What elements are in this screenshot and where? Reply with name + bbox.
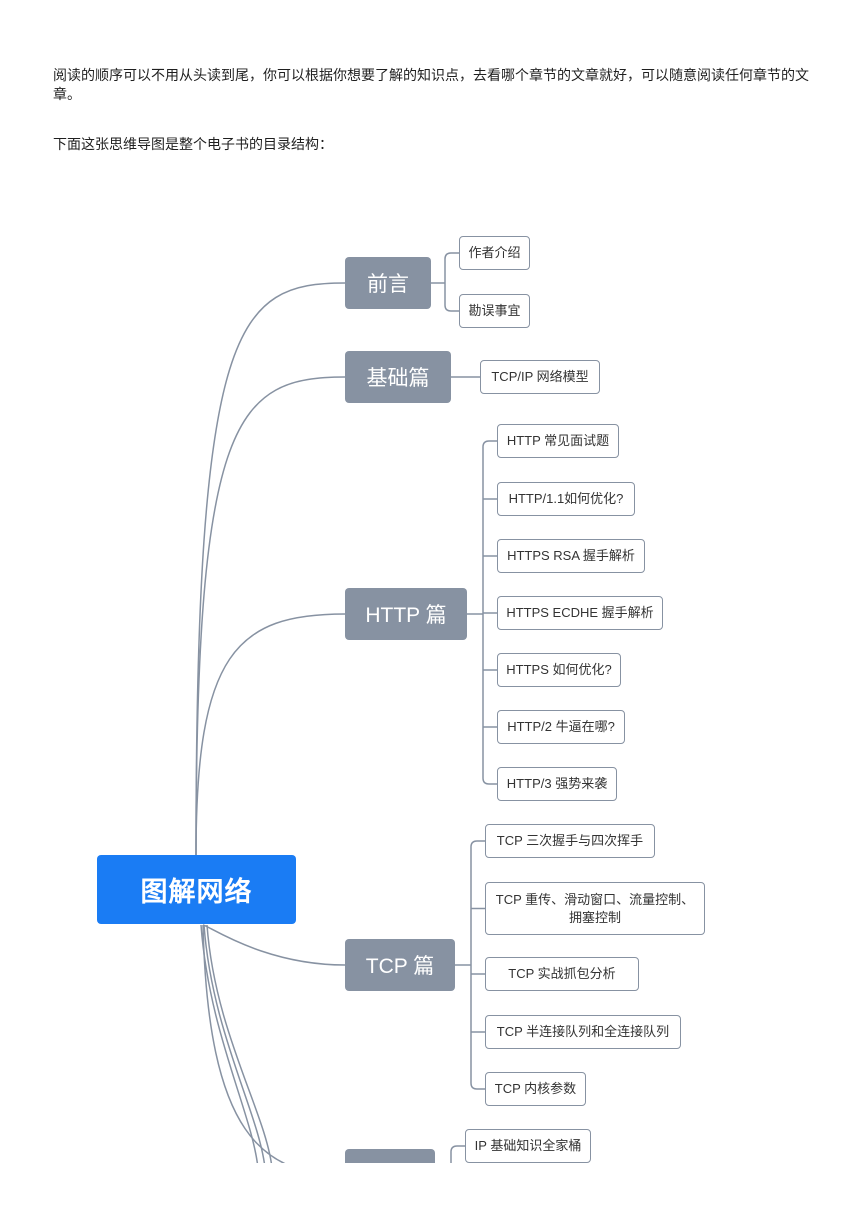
branch-preface: 前言 (345, 257, 431, 309)
root-trunk-connector-29 (206, 924, 273, 1163)
mindmap-image: 图解网络 前言 基础篇 HTTP 篇 TCP 篇 作者介绍 勘误事宜 TCP/I… (53, 183, 815, 1163)
leaf-tcp-capture: TCP 实战抓包分析 (485, 957, 639, 991)
branch-leaf-connector-16 (482, 777, 497, 785)
branch-tcp: TCP 篇 (345, 939, 455, 991)
leaf-tcp-kernel: TCP 内核参数 (485, 1072, 586, 1106)
leaf-http3: HTTP/3 强势来袭 (497, 767, 617, 801)
branch-http: HTTP 篇 (345, 588, 467, 640)
leaf-https-rsa: HTTPS RSA 握手解析 (497, 539, 645, 573)
leaf-http11-optimize: HTTP/1.1如何优化? (497, 482, 635, 516)
root-branch-connector-7 (195, 613, 346, 856)
root-branch-connector-5 (195, 376, 346, 856)
branch-leaf-connector-10 (482, 440, 497, 448)
leaf-ip-basics: IP 基础知识全家桶 (465, 1129, 591, 1163)
root-branch-connector-25 (202, 924, 286, 1163)
root-branch-connector-0 (195, 282, 346, 856)
leaf-tcpip-model: TCP/IP 网络模型 (480, 360, 600, 394)
leaf-tcp-congestion: TCP 重传、滑动窗口、流量控制、拥塞控制 (485, 882, 705, 935)
branch-leaf-connector-26 (450, 1145, 465, 1163)
branch-basics: 基础篇 (345, 351, 451, 403)
leaf-http-interview: HTTP 常见面试题 (497, 424, 619, 458)
leaf-errata: 勘误事宜 (459, 294, 530, 328)
leaf-author-intro: 作者介绍 (459, 236, 530, 270)
branch-leaf-connector-24 (470, 1082, 485, 1090)
branch-leaf-connector-20 (470, 840, 485, 848)
root-branch-connector-17 (202, 924, 346, 966)
root-trunk-connector-27 (200, 924, 259, 1163)
mindmap-connectors (195, 252, 497, 1163)
branch-leaf-connector-4 (444, 304, 459, 312)
leaf-https-optimize: HTTPS 如何优化? (497, 653, 621, 687)
branch-ip (345, 1149, 435, 1163)
mindmap-caption: 下面这张思维导图是整个电子书的目录结构： (53, 136, 333, 152)
root-trunk-connector-28 (203, 924, 266, 1163)
mindmap-root: 图解网络 (97, 855, 296, 924)
branch-leaf-connector-3 (444, 252, 459, 260)
leaf-http2: HTTP/2 牛逼在哪? (497, 710, 625, 744)
leaf-tcp-handshake: TCP 三次握手与四次挥手 (485, 824, 655, 858)
leaf-tcp-queues: TCP 半连接队列和全连接队列 (485, 1015, 681, 1049)
intro-paragraph: 阅读的顺序可以不用从头读到尾，你可以根据你想要了解的知识点，去看哪个章节的文章就… (53, 67, 809, 102)
leaf-https-ecdhe: HTTPS ECDHE 握手解析 (497, 596, 663, 630)
